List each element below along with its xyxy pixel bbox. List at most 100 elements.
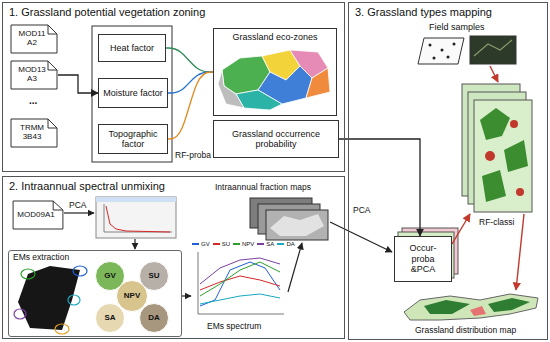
scatter-cloud <box>18 266 80 330</box>
satellite-image <box>470 36 516 64</box>
dot <box>453 43 456 46</box>
legend-item: DA <box>277 241 294 247</box>
legend-item: GV <box>192 241 210 247</box>
spectrum-line <box>200 262 280 306</box>
document-fold <box>53 201 63 210</box>
factor-box: Topographic factor <box>98 124 168 154</box>
em-ring <box>55 324 69 334</box>
stack-box: Occur-proba &PCA <box>394 236 452 282</box>
map-patch <box>424 300 470 314</box>
probability-box: Grassland occurrence probability <box>213 120 339 158</box>
node-text: Grassland eco-zones <box>217 32 333 42</box>
factor-box: Moisture factor <box>98 78 168 108</box>
section-panel: 3. Grassland types mappingOccur-proba &P… <box>348 2 548 340</box>
node-text: MOD13 A3 <box>13 66 51 84</box>
spectrum-line <box>200 276 280 290</box>
arrow <box>288 243 302 292</box>
scree-curve <box>106 206 170 232</box>
method-label: PCA <box>68 200 87 210</box>
node-text: MOD09A1 <box>17 211 54 220</box>
spectrum-line <box>200 262 280 296</box>
factor-box: Heat factor <box>98 34 166 62</box>
dot <box>429 44 432 47</box>
document-fold <box>48 61 57 70</box>
spectrum-line <box>200 258 280 284</box>
arrow <box>452 214 470 244</box>
arrow <box>330 222 392 252</box>
sample-points <box>418 38 464 64</box>
rf-curve <box>168 72 213 139</box>
figure-title: Grassland distribution map <box>414 325 517 335</box>
document-outline <box>11 25 57 53</box>
legend-swatch <box>233 243 240 245</box>
dot <box>447 56 450 59</box>
ellipsis: ... <box>28 95 38 107</box>
flow-arrow <box>58 75 98 93</box>
class-patch <box>485 151 495 161</box>
document-fold <box>48 25 57 34</box>
rf-curve <box>168 72 213 93</box>
figure-title: Intraannual fraction maps <box>214 182 312 192</box>
node-text: SU <box>148 271 159 280</box>
em-ring <box>73 266 87 276</box>
document-outline <box>13 201 63 229</box>
em-ring <box>14 309 26 319</box>
document-outline <box>11 119 57 147</box>
data-document: MOD13 A3 <box>10 60 58 90</box>
rf-curve <box>166 48 213 72</box>
em-ring <box>68 295 80 305</box>
legend-text: SA <box>266 241 274 247</box>
arrow <box>182 295 191 296</box>
section-panel: 2. Intraannual spectral unmixingMOD09A1E… <box>2 176 345 339</box>
legend-swatch <box>257 243 264 245</box>
node-text: TRMM 3B43 <box>13 124 51 142</box>
method-label: PCA <box>352 205 371 215</box>
node-text: SA <box>104 313 115 322</box>
endmember-circle: DA <box>139 303 169 333</box>
legend-swatch <box>213 243 220 245</box>
chart-title: EMs spectrum <box>206 321 262 331</box>
figure-title: Field samples <box>428 22 486 33</box>
class-patch <box>504 140 528 172</box>
node-text: Topographic factor <box>102 129 164 150</box>
arrow <box>134 239 135 249</box>
fraction-map <box>266 210 328 240</box>
data-document: TRMM 3B43 <box>10 118 58 148</box>
class-patch <box>482 170 506 202</box>
zone <box>218 70 244 108</box>
axis <box>198 252 284 314</box>
document-outline <box>11 61 57 89</box>
legend-item: SU <box>213 241 230 247</box>
endmember-circle: SA <box>95 303 125 333</box>
legend-item: SA <box>257 241 274 247</box>
node-text: NPV <box>124 291 140 300</box>
node-text: Heat factor <box>110 43 154 53</box>
legend-text: GV <box>201 241 210 247</box>
node-text: DA <box>148 313 160 322</box>
method-label: RF-classi <box>478 217 515 227</box>
class-patch <box>480 108 510 140</box>
flow-arrow <box>339 139 420 236</box>
map-patch <box>470 306 486 316</box>
eco-zone-map <box>218 50 330 110</box>
data-document: MOD11 A2 <box>10 24 58 54</box>
spectrum-line <box>200 294 280 304</box>
scree-plot <box>96 197 176 238</box>
node-text: EMs extraction <box>13 253 177 263</box>
section-panel: 1. Grassland potential vegetation zoning… <box>2 2 345 172</box>
distribution-map <box>404 294 538 320</box>
legend-text: SU <box>222 241 230 247</box>
arrow <box>490 66 498 82</box>
method-label: RF-proba <box>174 150 212 160</box>
node-text: Grassland occurrence probability <box>217 129 335 150</box>
legend-swatch <box>277 243 284 245</box>
class-patch <box>510 120 518 128</box>
dot <box>433 57 436 60</box>
node-text: Occur-proba &PCA <box>398 243 448 274</box>
node-text: MOD11 A2 <box>13 30 51 48</box>
factor-group <box>92 26 172 162</box>
sample-dots <box>429 43 456 60</box>
